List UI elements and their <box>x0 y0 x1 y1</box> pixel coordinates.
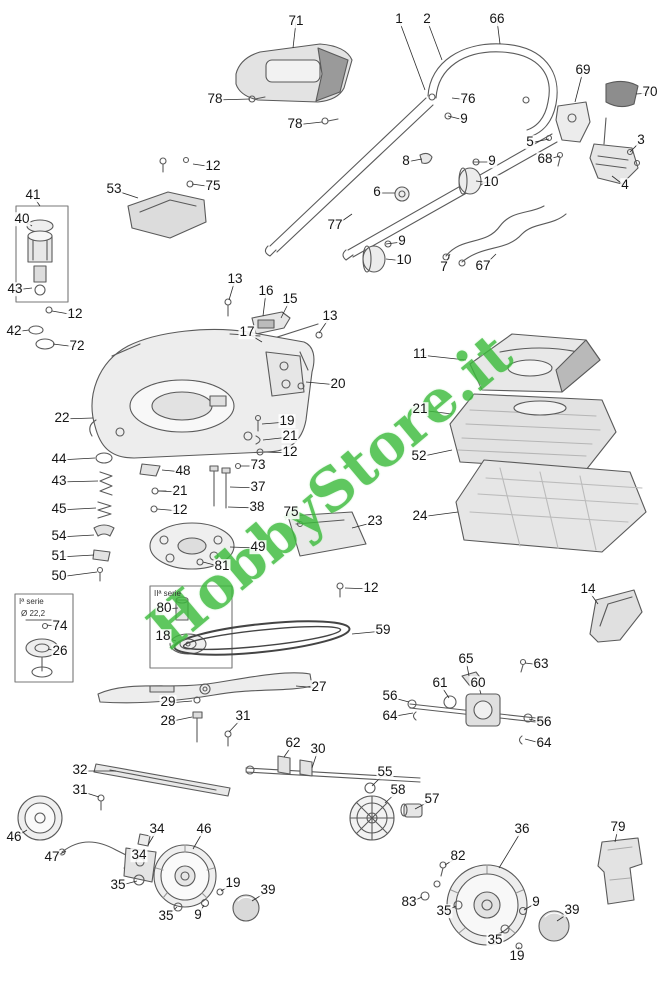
part-45-spring <box>97 501 112 519</box>
part-23-mulching-plate <box>287 511 367 557</box>
part-37-38-73-bolts <box>209 462 242 509</box>
part-36-rear-wheel <box>446 864 528 946</box>
part-8-clamp <box>419 152 433 164</box>
part-82-83-rear-fasteners <box>420 861 447 901</box>
part-32-31-front-axle-bar <box>93 730 232 811</box>
part-7-67-cables <box>442 205 567 267</box>
inset-second-series-title: IIª serie <box>154 589 181 598</box>
part-20-handle-bracket <box>265 351 305 397</box>
part-54-clamp <box>93 524 115 537</box>
part-43-spring <box>99 471 113 496</box>
part-66-upper-handle <box>427 43 558 137</box>
part-44-oring <box>95 452 113 464</box>
part-49-81-blade-hub <box>149 522 235 570</box>
part-79-bracket <box>597 837 643 905</box>
part-53-switch-cover <box>127 191 207 239</box>
part-60-61-65-transmission <box>407 658 546 745</box>
part-11-rear-cover-top <box>469 333 601 393</box>
part-14-deflector <box>589 589 643 643</box>
part-46-wheel-small <box>17 795 63 841</box>
part-48-pawl <box>139 463 161 477</box>
inset-first-series-title: Iª serie <box>19 597 44 606</box>
part-59-drive-belt <box>173 620 351 656</box>
part-12-75-screws-top <box>159 156 194 188</box>
part-24-grass-catcher-lower <box>455 459 647 553</box>
part-1-2-lower-handle-tubes <box>264 97 558 261</box>
part-5-68-screws <box>545 134 564 167</box>
inset-first-series-diameter: Ø 22,2 <box>21 609 46 618</box>
part-27-blade <box>97 672 313 704</box>
part-51-clamp <box>92 549 111 562</box>
part-30-62-rear-axle <box>245 755 421 783</box>
part-4-throttle-control <box>589 117 639 185</box>
part-57-hub-bushing <box>400 803 423 818</box>
part-42-72-rings <box>28 306 55 350</box>
part-39-hubcap-front <box>232 894 260 922</box>
part-10-cable-rollers <box>362 167 482 273</box>
part-70-grip <box>605 80 639 108</box>
part-55-washer <box>364 782 376 794</box>
part-19-21-12-deck-fasteners <box>254 414 264 456</box>
part-71-handle-cover <box>235 43 353 103</box>
part-46-front-wheel <box>133 844 217 908</box>
part-39-hubcap-rear <box>538 910 570 942</box>
part-52-grass-catcher-upper <box>449 393 617 471</box>
inset-second-series-box <box>149 585 233 669</box>
part-29-28-blade-bolts <box>192 696 203 743</box>
part-6-cable-clamp <box>394 186 410 202</box>
part-58-gear-wheel <box>349 795 395 841</box>
part-9-19-35-rear-fasteners <box>453 900 528 950</box>
part-50-screw <box>96 566 104 582</box>
part-21-12-screws-left <box>150 487 167 513</box>
part-78-screws <box>248 95 339 125</box>
inset-first-series-box <box>14 593 74 683</box>
part-69-handle-bracket <box>555 101 591 143</box>
part-41-primer-assembly-inset <box>15 205 69 303</box>
